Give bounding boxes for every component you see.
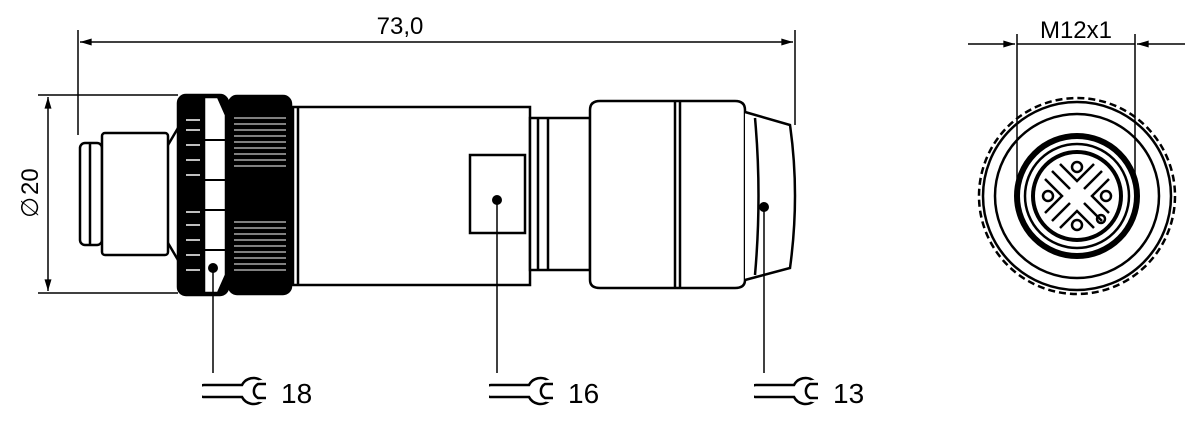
callout-18: 18	[202, 263, 312, 409]
pin-insert	[1041, 160, 1113, 232]
coding-key	[1095, 213, 1107, 225]
callout-13: 13	[754, 202, 864, 409]
knurled-outline	[977, 96, 1177, 296]
cable-gland-sleeve	[588, 99, 747, 290]
length-dimension: 73,0	[77, 13, 796, 135]
callout-label: 13	[833, 378, 864, 409]
outer-ring	[981, 100, 1173, 292]
callout-16: 16	[489, 195, 599, 409]
coupling-nut	[227, 94, 293, 296]
callout-label: 16	[568, 378, 599, 409]
plug-tip	[100, 131, 170, 257]
insert-ring	[1031, 150, 1123, 242]
diameter-value: 20	[17, 168, 44, 195]
pin-1	[1070, 160, 1084, 174]
callout-label: 18	[281, 378, 312, 409]
pin-4	[1041, 189, 1055, 203]
thread-label: M12x1	[1040, 17, 1112, 44]
wrench-icon	[489, 376, 557, 406]
pin-2	[1099, 189, 1113, 203]
wrench-icon	[202, 376, 270, 406]
thread-dimension	[968, 34, 1185, 196]
wrench-icon	[754, 376, 822, 406]
connector-front-view: M12x1	[968, 17, 1185, 296]
length-value: 73,0	[377, 13, 424, 40]
diameter-symbol: ∅	[17, 197, 44, 218]
nut-ring	[993, 112, 1161, 280]
end-cap	[744, 110, 797, 282]
connector-side-view	[78, 93, 797, 297]
diameter-dimension: ∅ 20	[17, 94, 178, 294]
pin-3	[1070, 218, 1084, 232]
